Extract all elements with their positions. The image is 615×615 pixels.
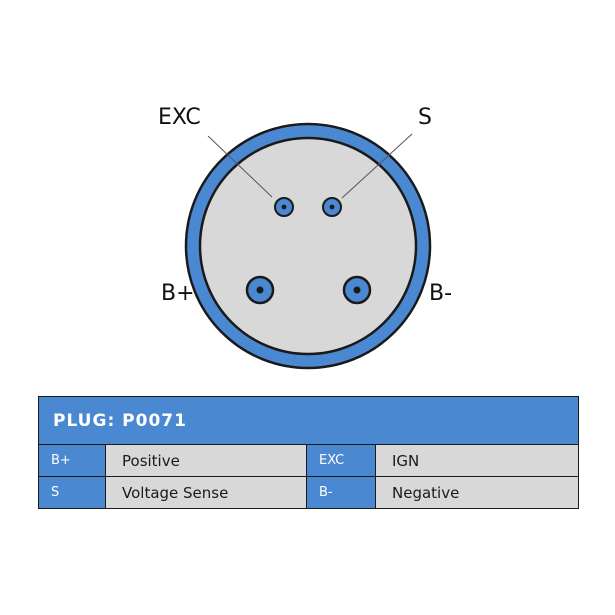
- exc-leader-line: [207, 135, 273, 198]
- pin-label-exc: EXC: [158, 105, 201, 130]
- pin-code-cell: EXC: [306, 444, 376, 477]
- plug-title-row: PLUG: P0071: [38, 396, 579, 445]
- s-leader-line: [341, 133, 413, 199]
- pin-b-minus: [342, 275, 372, 305]
- pin-description-cell: Voltage Sense: [105, 476, 307, 509]
- pin-label-s: S: [418, 105, 432, 130]
- pin-description-cell: Positive: [105, 444, 307, 477]
- pin-b-plus: [245, 275, 275, 305]
- table-row: B+ Positive EXC IGN: [38, 444, 579, 477]
- pin-label-b-minus: B-: [429, 281, 452, 306]
- connector-diagram: EXC S B+ B-: [158, 105, 452, 370]
- pin-label-b-plus: B+: [161, 281, 195, 306]
- pin-s: [322, 197, 342, 217]
- pin-description-cell: Negative: [375, 476, 579, 509]
- pin-code-cell: B+: [38, 444, 106, 477]
- pin-description-cell: IGN: [375, 444, 579, 477]
- pin-code-cell: B-: [306, 476, 376, 509]
- pin-exc: [274, 197, 294, 217]
- pin-code-cell: S: [38, 476, 106, 509]
- table-row: S Voltage Sense B- Negative: [38, 476, 579, 509]
- pin-table: PLUG: P0071 B+ Positive EXC IGN S Voltag…: [38, 396, 579, 509]
- plug-title: PLUG: P0071: [38, 396, 579, 445]
- connector-face: [198, 136, 418, 356]
